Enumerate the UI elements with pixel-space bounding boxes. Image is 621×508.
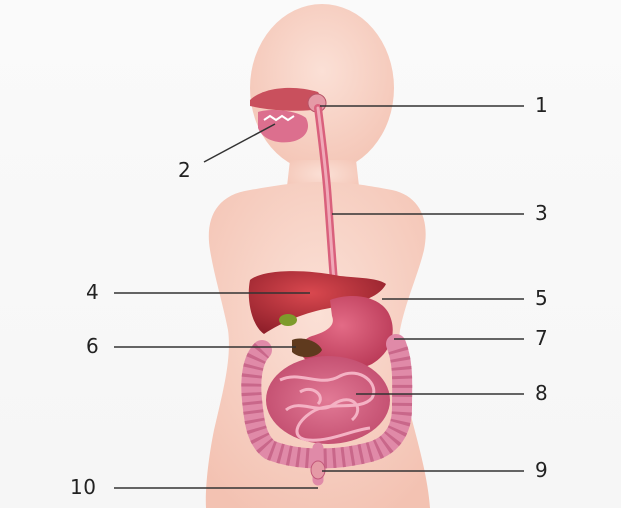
label-1: 1 (535, 95, 548, 115)
label-9: 9 (535, 460, 548, 480)
label-5: 5 (535, 288, 548, 308)
leader-line-2 (204, 124, 275, 162)
label-6: 6 (86, 336, 99, 356)
label-10: 10 (70, 477, 96, 497)
label-2: 2 (178, 160, 191, 180)
label-3: 3 (535, 203, 548, 223)
gallbladder (279, 314, 297, 326)
label-4: 4 (86, 282, 99, 302)
label-7: 7 (535, 328, 548, 348)
small-intestine (266, 356, 390, 444)
label-8: 8 (535, 383, 548, 403)
